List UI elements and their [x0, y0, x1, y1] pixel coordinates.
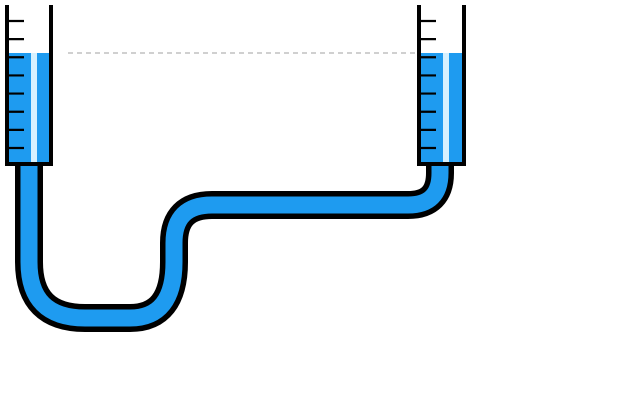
right-tube-water [419, 53, 464, 163]
right-tube-scale [419, 19, 436, 150]
right-tube [417, 5, 466, 166]
left-tube [5, 5, 53, 166]
left-tube-highlight [31, 53, 37, 163]
left-tube-water [7, 53, 51, 163]
pipe-outline [15, 159, 454, 332]
left-tube-scale [7, 19, 24, 150]
pipe-water [20, 162, 449, 327]
right-tube-highlight [443, 53, 449, 163]
